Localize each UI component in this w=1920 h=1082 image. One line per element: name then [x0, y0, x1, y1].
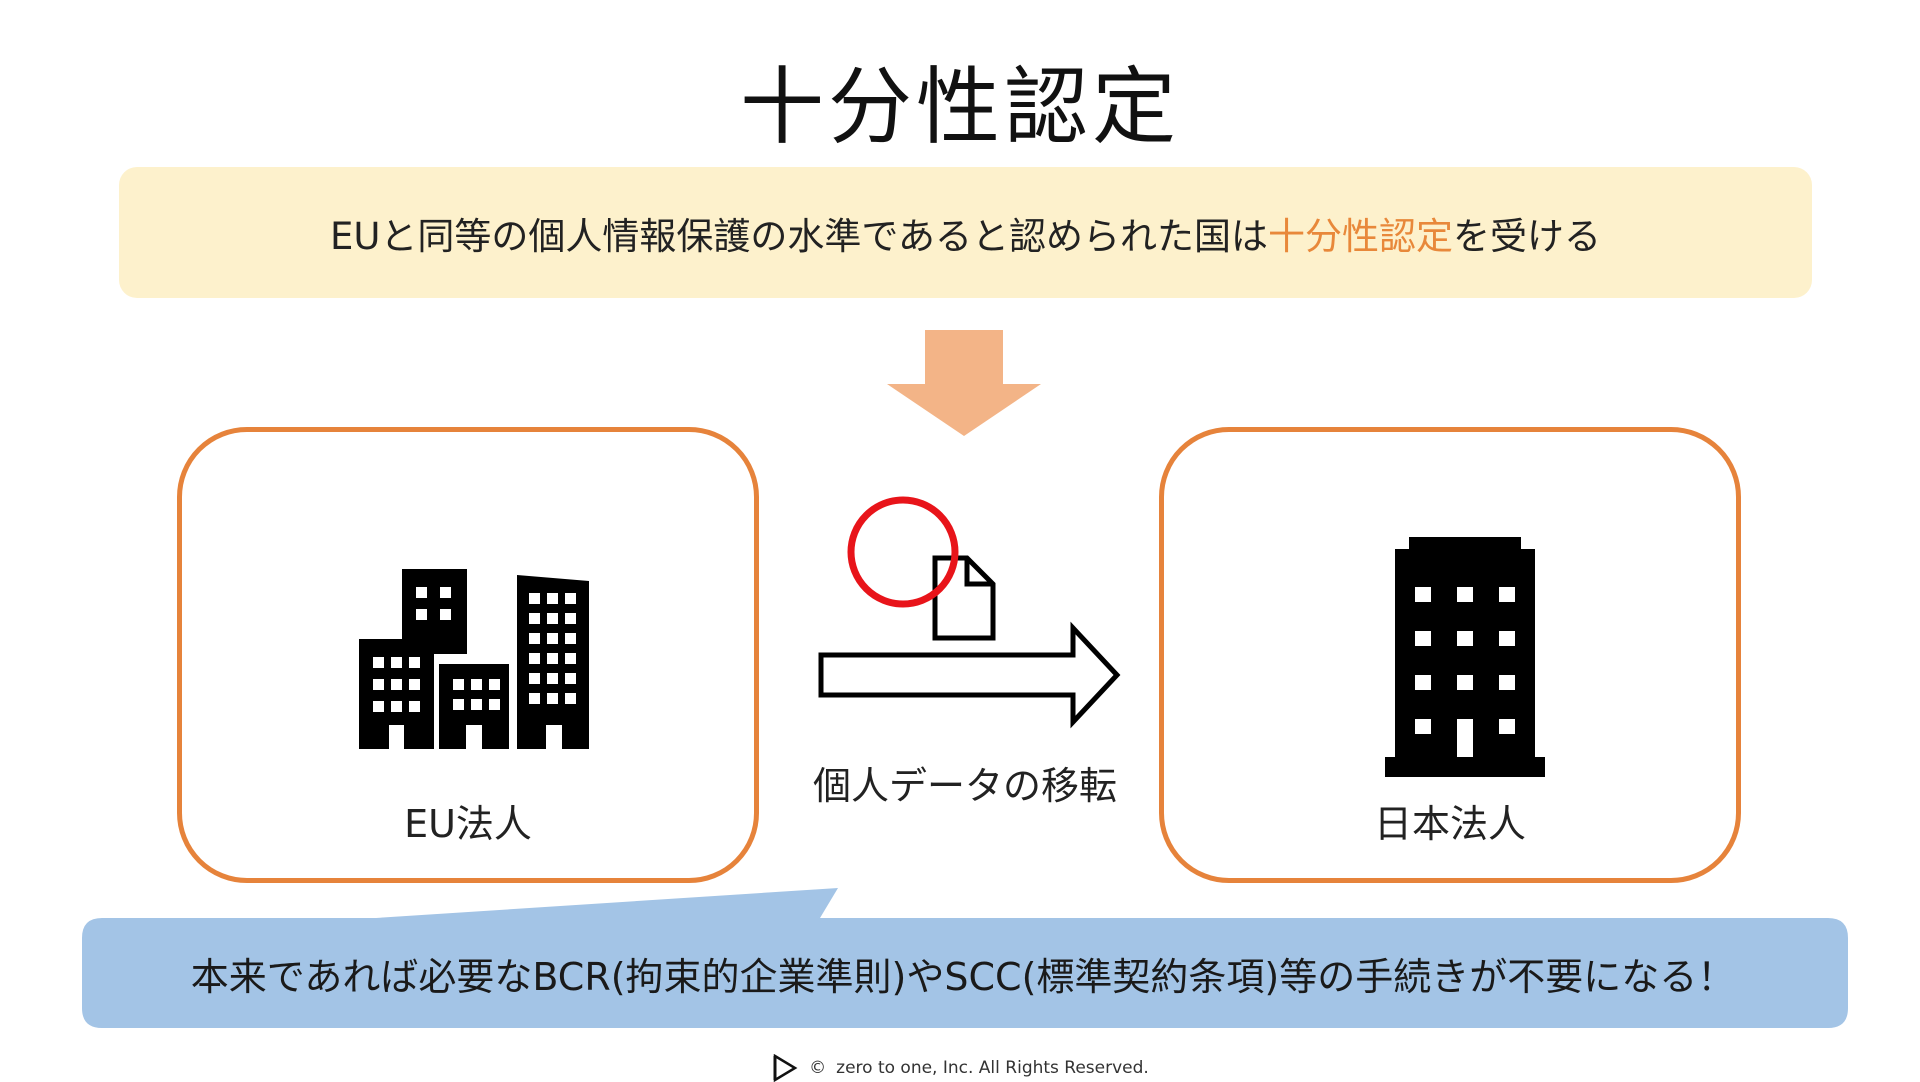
company-logo-icon [773, 1054, 798, 1082]
transfer-label: 個人データの移転 [812, 764, 1117, 808]
eu-entity-box: EU法人 [177, 427, 759, 883]
copyright-symbol: © [809, 1058, 827, 1078]
banner-text-after: を受ける [1453, 214, 1602, 258]
footer: © zero to one, Inc. All Rights Reserved. [0, 1054, 1920, 1082]
office-buildings-icon [359, 569, 589, 749]
page-title: 十分性認定 [739, 58, 1180, 156]
definition-banner: EUと同等の個人情報保護の水準であると認められた国は十分性認定を受ける [119, 167, 1812, 298]
right-arrow-icon [818, 621, 1121, 729]
callout-text: 本来であれば必要なBCR(拘束的企業準則)やSCC(標準契約条項)等の手続きが不… [190, 954, 1736, 999]
red-circle-ok-icon [847, 496, 959, 608]
banner-highlight: 十分性認定 [1268, 214, 1454, 258]
office-tower-icon [1385, 537, 1545, 777]
copyright-text: zero to one, Inc. All Rights Reserved. [836, 1058, 1149, 1078]
callout-bubble [82, 888, 1848, 1028]
data-transfer-graphic [818, 496, 1121, 729]
japan-entity-label: 日本法人 [1373, 802, 1526, 846]
banner-text-before: EUと同等の個人情報保護の水準であると認められた国は [329, 214, 1269, 258]
down-arrow-icon [887, 330, 1041, 436]
document-icon [932, 555, 996, 641]
eu-entity-label: EU法人 [404, 802, 532, 846]
japan-entity-box: 日本法人 [1159, 427, 1741, 883]
